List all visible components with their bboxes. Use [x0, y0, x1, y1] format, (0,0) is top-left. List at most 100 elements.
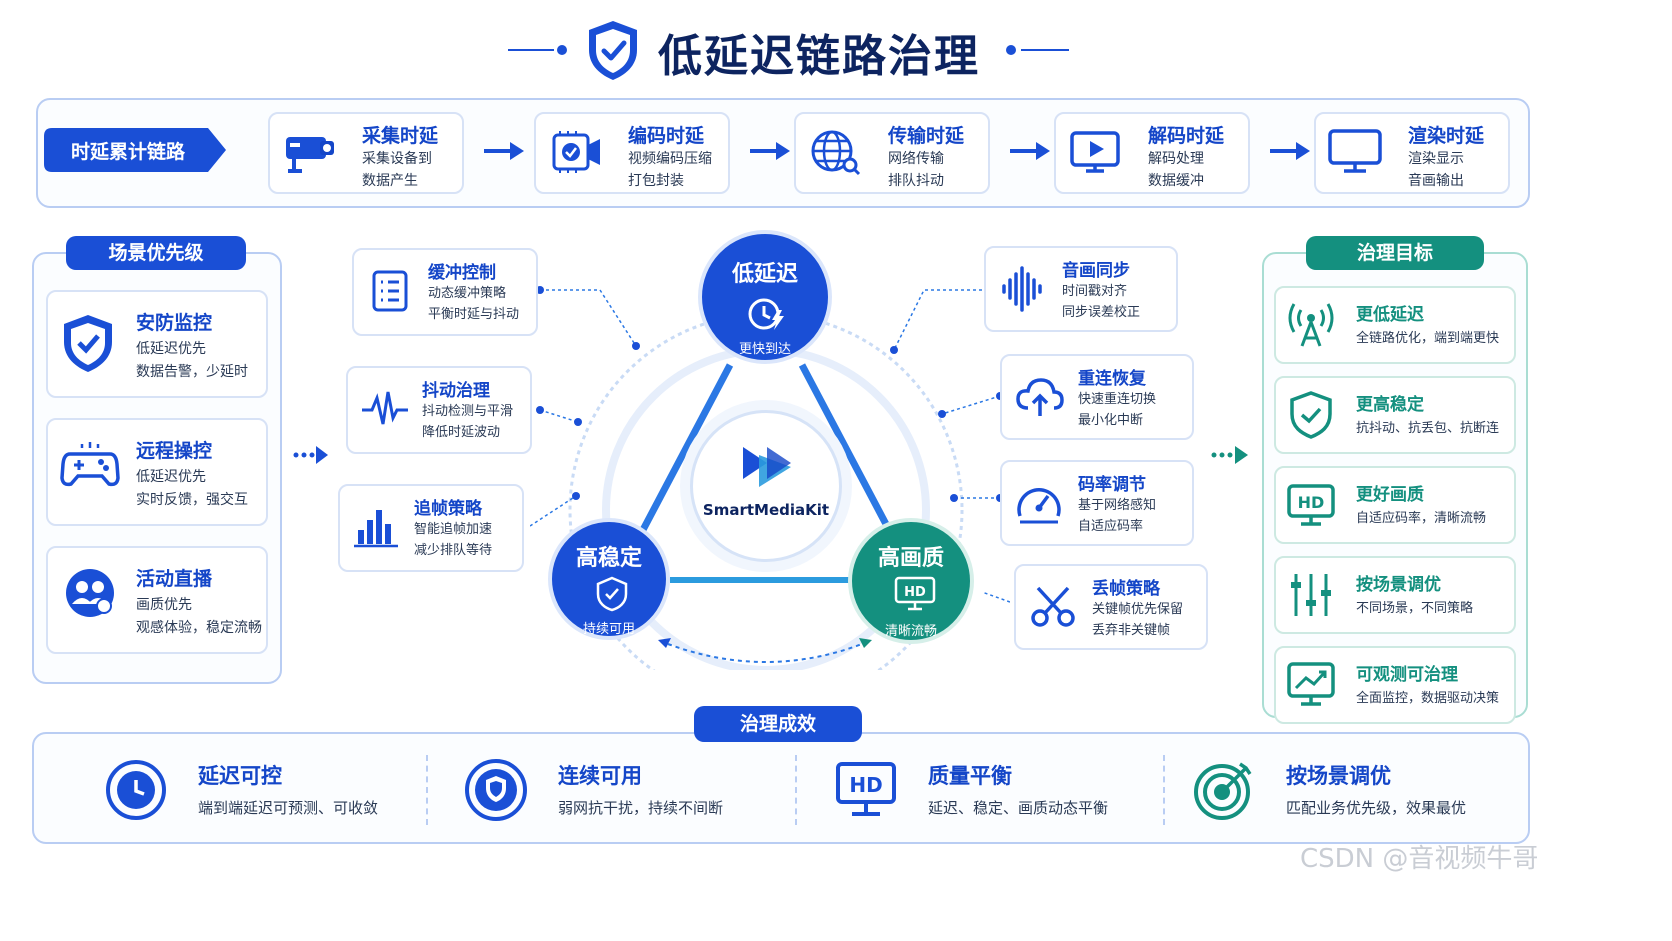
arrow-right-icon: [1008, 138, 1052, 168]
strategy-title: 丢帧策略: [1092, 579, 1160, 599]
results-divider: [426, 755, 428, 825]
node-high-stability-title: 高稳定: [575, 546, 642, 571]
shield-check-icon: [596, 576, 628, 612]
clock-icon: [104, 758, 168, 826]
core-center-label: SmartMediaKit: [702, 501, 830, 519]
result-title: 延迟可控: [198, 764, 282, 788]
strategy-line2: 丢弃非关键帧: [1092, 623, 1171, 638]
node-high-stability-sub: 持续可用: [582, 622, 635, 637]
strategy-line2: 减少排队等待: [414, 543, 493, 558]
chart-monitor-icon: [1286, 660, 1336, 714]
goal-card: [1274, 556, 1516, 634]
node-high-quality: 高画质 HD 清晰流畅: [848, 518, 974, 644]
strategy-card: [346, 366, 532, 454]
strategy-title: 缓冲控制: [428, 263, 496, 283]
goal-sub: 不同场景，不同策略: [1356, 601, 1474, 616]
camera-icon: [280, 127, 340, 181]
svg-text:HD: HD: [904, 585, 926, 600]
gauge-icon: [1014, 478, 1064, 532]
chain-step-card: [794, 112, 990, 194]
scene-title: 远程操控: [136, 440, 213, 462]
chain-step-title: 渲染时延: [1408, 125, 1485, 147]
chain-step-card: [1314, 112, 1510, 194]
bar-chart-icon: [352, 502, 402, 556]
svg-text:HD: HD: [849, 773, 882, 797]
node-low-latency-title: 低延迟: [731, 262, 798, 287]
strategy-line1: 时间戳对齐: [1062, 284, 1128, 299]
chain-step-line2: 数据产生: [362, 173, 418, 189]
chain-step-title: 编码时延: [628, 125, 705, 147]
arrow-right-icon: [748, 138, 792, 168]
goal-title: 更低延迟: [1356, 305, 1424, 325]
chain-step-line2: 数据缓冲: [1148, 173, 1204, 189]
encoder-chip-icon: [546, 127, 606, 181]
goal-title: 更好画质: [1356, 485, 1424, 505]
strategy-line2: 最小化中断: [1078, 413, 1144, 428]
results-divider: [1163, 755, 1165, 825]
goal-card: [1274, 466, 1516, 544]
goal-sub: 全链路优化，端到端更快: [1356, 331, 1500, 346]
results-divider: [795, 755, 797, 825]
scene-title: 活动直播: [136, 568, 213, 590]
goal-sub: 全面监控，数据驱动决策: [1356, 691, 1500, 706]
shield-icon: [464, 758, 528, 826]
strategy-connectors: [530, 286, 1010, 603]
strategy-line2: 降低时延波动: [422, 425, 501, 440]
scissors-icon: [1028, 582, 1078, 636]
strategy-card: [1000, 460, 1194, 546]
result-sub: 延迟、稳定、画质动态平衡: [928, 799, 1109, 817]
chain-step-line1: 采集设备到: [362, 151, 432, 167]
strategy-line1: 智能追帧加速: [414, 522, 493, 537]
goals-label: 治理目标: [1306, 236, 1484, 270]
waveform-icon: [360, 384, 410, 438]
strategy-line1: 关键帧优先保留: [1092, 602, 1184, 617]
strategy-card: [1014, 564, 1208, 650]
arrow-right-icon: [293, 446, 328, 464]
strategy-title: 追帧策略: [414, 499, 482, 519]
title-bar: 低延迟链路治理: [0, 14, 1672, 86]
svg-text:HD: HD: [1298, 493, 1325, 512]
chain-label-shape: [44, 128, 226, 172]
strategy-line1: 动态缓冲策略: [428, 286, 507, 301]
chain-step-card: [1054, 112, 1250, 194]
shield-check-icon: [589, 21, 637, 80]
node-high-quality-title: 高画质: [877, 546, 944, 571]
hd-monitor-icon: HD: [834, 758, 898, 826]
arrow-right-icon: [1211, 446, 1248, 464]
arrow-right-icon: [482, 138, 526, 168]
watermark: CSDN @音视频牛哥: [1300, 844, 1539, 874]
node-low-latency: 低延迟 更快到达: [698, 230, 832, 364]
goal-sub: 自适应码率，清晰流畅: [1356, 511, 1487, 526]
hd-icon: HD: [1286, 480, 1336, 534]
chain-step-line1: 解码处理: [1148, 151, 1204, 167]
scene-line1: 画质优先: [136, 597, 192, 613]
chain-step-line2: 打包封装: [628, 173, 684, 189]
goal-title: 可观测可治理: [1356, 665, 1458, 685]
node-low-latency-sub: 更快到达: [738, 342, 791, 357]
result-sub: 匹配业务优先级，效果最优: [1286, 799, 1467, 817]
chain-step-title: 解码时延: [1148, 125, 1225, 147]
chain-step-line2: 音画输出: [1408, 173, 1464, 189]
smartmediakit-logo-icon: [743, 447, 791, 487]
strategy-title: 音画同步: [1062, 261, 1130, 281]
monitor-icon: [1326, 127, 1386, 181]
strategy-title: 码率调节: [1078, 475, 1146, 495]
strategy-line1: 基于网络感知: [1078, 498, 1157, 513]
scene-line2: 实时反馈，强交互: [136, 492, 248, 508]
antenna-icon: [1286, 300, 1336, 354]
chain-label: 时延累计链路: [70, 141, 185, 163]
smartmediakit-core: SmartMediaKit: [690, 410, 842, 562]
result-title: 按场景调优: [1286, 764, 1391, 788]
chain-step-title: 传输时延: [888, 125, 965, 147]
target-icon: [1192, 758, 1256, 826]
goal-title: 更高稳定: [1356, 395, 1424, 415]
strategy-line2: 平衡时延与抖动: [428, 307, 520, 322]
chain-step-title: 采集时延: [362, 125, 439, 147]
shield-check-icon: [1286, 390, 1336, 444]
hd-monitor-icon: HD: [894, 576, 936, 611]
scene-card: [46, 418, 268, 526]
gamepad-icon: [60, 440, 120, 494]
strategy-line1: 快速重连切换: [1078, 392, 1157, 407]
title-line-left: [508, 45, 567, 55]
node-high-quality-sub: 清晰流畅: [884, 624, 937, 639]
